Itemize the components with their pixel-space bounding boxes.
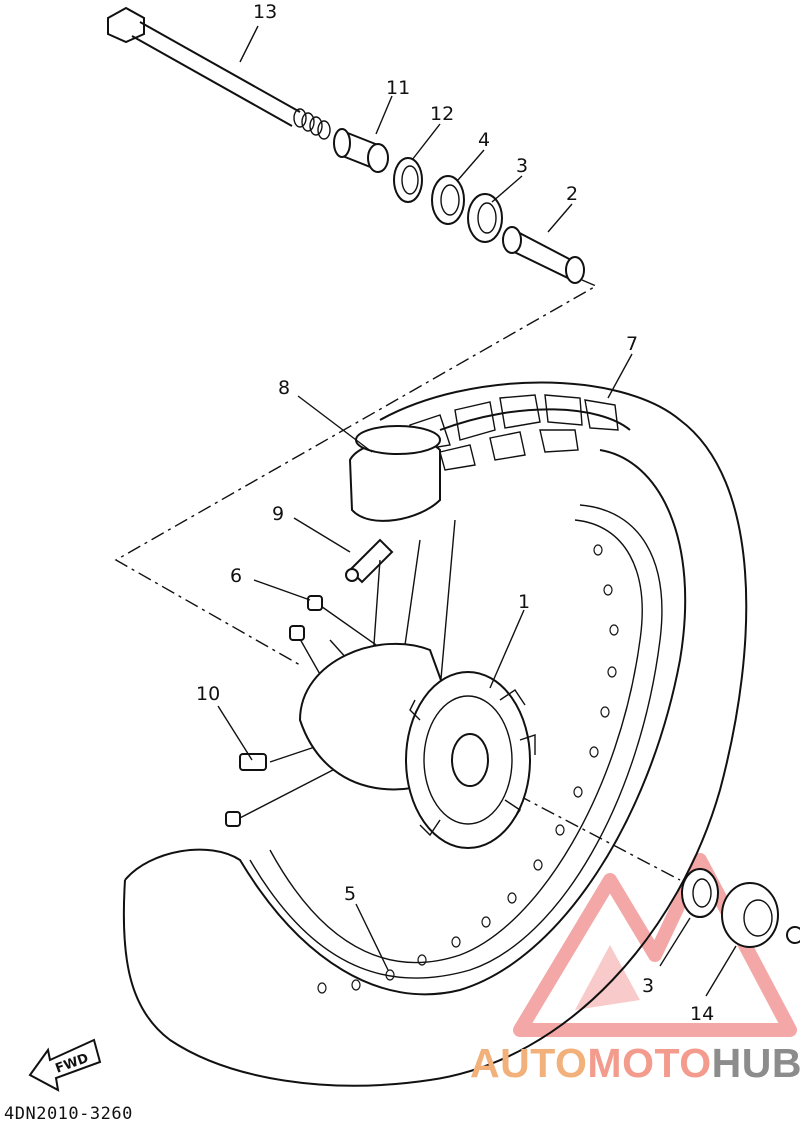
bearing-3-right-part (681, 868, 719, 918)
diagram-code: 4DN2010-3260 (4, 1104, 133, 1124)
callout-3: 3 (516, 155, 528, 177)
callout-9: 9 (272, 503, 284, 525)
callout-1: 1 (518, 591, 530, 613)
rim-part (249, 504, 663, 994)
axle-part (107, 6, 331, 140)
spoke-nipple-parts (225, 595, 323, 827)
tire-tread (409, 394, 619, 471)
oil-seal-part (393, 157, 423, 203)
automotohub-logo-icon (513, 853, 797, 1037)
hub-part (298, 642, 536, 849)
leader-lines (217, 25, 737, 997)
callout-6: 6 (230, 565, 242, 587)
callout-13: 13 (253, 1, 277, 23)
bearing-3-part (467, 193, 503, 243)
meter-gear-part (721, 882, 800, 948)
watermark-auto: AUTO (470, 1040, 588, 1086)
callout-14: 14 (690, 1003, 714, 1025)
callout-5: 5 (344, 883, 356, 905)
watermark-moto: MOTO (587, 1040, 712, 1086)
callout-8: 8 (278, 377, 290, 399)
watermark-hub: HUB (711, 1040, 800, 1086)
callout-2: 2 (566, 183, 578, 205)
callout-4: 4 (478, 129, 490, 151)
valve-part (345, 538, 394, 584)
rim-band-part (348, 425, 441, 522)
spacer-part (502, 226, 585, 284)
collar-part (333, 128, 389, 173)
callout-3-right: 3 (642, 975, 654, 997)
fwd-arrow-icon: FWD (28, 1038, 102, 1092)
callout-10: 10 (196, 683, 220, 705)
callout-11: 11 (386, 77, 410, 99)
bearing-4-part (431, 175, 465, 225)
callout-labels: 13 11 12 4 3 2 7 8 9 6 1 10 5 3 14 (196, 1, 714, 1025)
callout-12: 12 (430, 103, 454, 125)
callout-7: 7 (626, 333, 638, 355)
watermark-text: AUTOMOTOHUB (470, 1040, 800, 1087)
